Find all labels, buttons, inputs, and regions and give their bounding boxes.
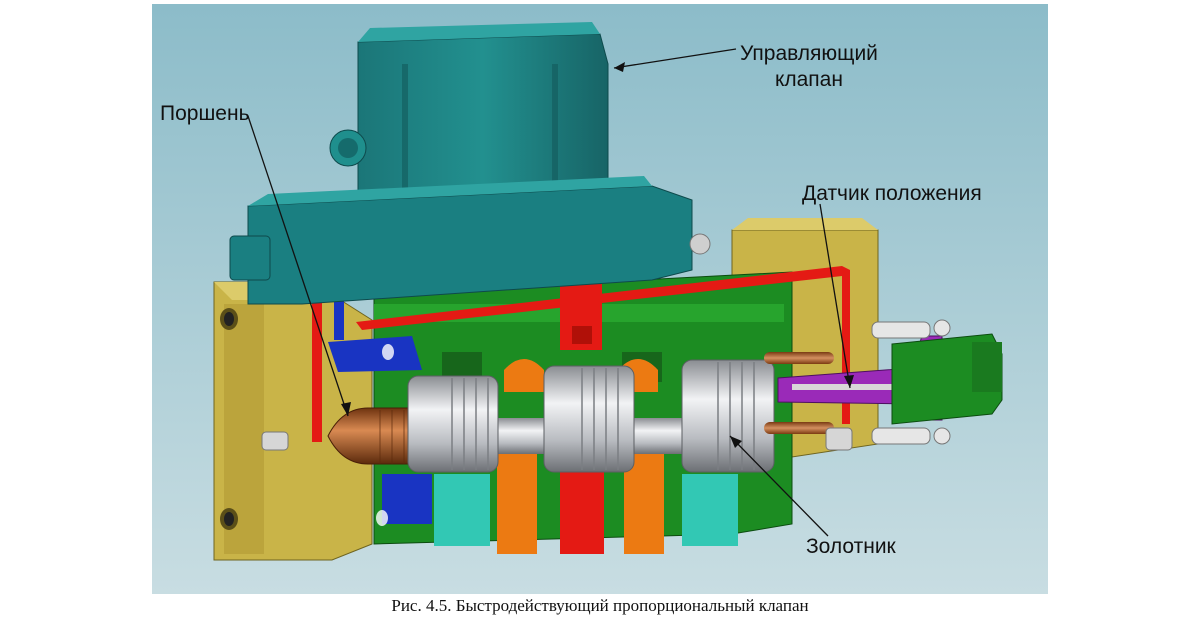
return-channel	[328, 300, 432, 526]
pressure-channel	[312, 266, 850, 442]
control-valve	[229, 22, 711, 305]
port-orange-left	[497, 444, 537, 554]
port-cyan-left	[434, 474, 490, 546]
guide-rods	[764, 352, 834, 434]
label-control-valve: Управляющий клапан	[740, 42, 878, 91]
label-piston: Поршень	[160, 102, 250, 125]
position-sensor	[777, 319, 1003, 451]
figure-caption: Рис. 4.5. Быстродействующий пропорционал…	[391, 596, 809, 615]
spool	[407, 359, 775, 473]
leader-lines	[247, 48, 854, 537]
label-spool: Золотник	[806, 535, 896, 558]
port-cyan-right	[682, 474, 738, 546]
valve-illustration: Управляющий клапан Поршень Датчик положе…	[152, 4, 1048, 594]
label-position-sensor: Датчик положения	[802, 182, 982, 205]
